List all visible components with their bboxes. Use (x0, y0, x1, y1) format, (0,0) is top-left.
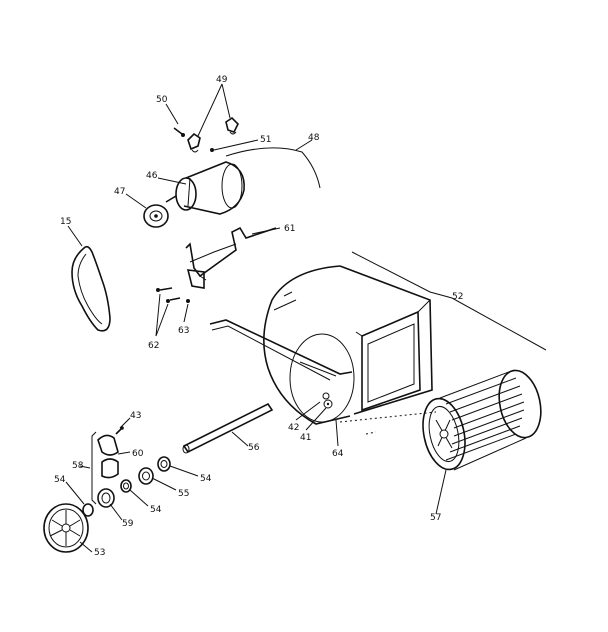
callout-56: 56 (248, 443, 260, 453)
callout-50: 50 (156, 95, 168, 105)
callout-42: 42 (288, 423, 299, 433)
leader-47 (125, 193, 147, 209)
collar-54-right (157, 456, 171, 472)
leader-56 (231, 431, 249, 447)
housing-bracket (209, 319, 353, 375)
callout-54-left: 54 (54, 475, 66, 485)
bearing-59 (97, 488, 115, 508)
leader-52 (351, 251, 547, 351)
callout-60: 60 (132, 449, 144, 459)
leader-54-left (65, 481, 85, 505)
shaft-56 (182, 402, 274, 454)
leader-48 (295, 139, 313, 151)
callout-49: 49 (216, 75, 228, 85)
belt-15 (71, 245, 111, 332)
leader-64 (335, 419, 339, 447)
bearing-41-42 (322, 392, 333, 409)
leader-61 (251, 227, 281, 235)
leader-57 (435, 469, 447, 515)
pulley-47 (143, 204, 169, 228)
leader-58 (79, 465, 91, 469)
blower-wheel-57 (422, 369, 542, 471)
callout-47: 47 (114, 187, 125, 197)
leader-54-mid (129, 489, 149, 507)
bolts-62 (156, 287, 181, 303)
callout-54-mid: 54 (150, 505, 162, 515)
motor-mount-61 (185, 226, 277, 289)
leader-46 (157, 177, 187, 185)
nut-51 (210, 148, 214, 152)
callout-63: 63 (178, 326, 189, 336)
callout-52: 52 (452, 292, 463, 302)
belt-15-inner (77, 253, 103, 325)
leader-55 (151, 477, 177, 491)
leader-51 (213, 139, 259, 151)
cable-48 (225, 147, 321, 189)
bracket-clips-49 (187, 116, 239, 153)
motor-46 (165, 161, 245, 215)
leader-62 (155, 293, 169, 337)
callout-62: 62 (148, 341, 159, 351)
callout-59: 59 (122, 519, 134, 529)
callout-61: 61 (284, 224, 295, 234)
callout-46: 46 (146, 171, 158, 181)
callout-64: 64 (332, 449, 344, 459)
leader-54-right (169, 465, 199, 477)
leader-53 (79, 541, 93, 553)
callout-48: 48 (308, 133, 320, 143)
leader-63 (183, 303, 189, 323)
screw-50 (173, 127, 185, 137)
leader-49 (197, 83, 231, 137)
leader-59 (109, 503, 123, 521)
nut-63 (186, 299, 190, 303)
leader-42 (295, 401, 321, 421)
pulley-53 (43, 503, 89, 553)
leader-15 (67, 225, 83, 247)
callout-57: 57 (430, 513, 441, 523)
collar-54-mid (120, 479, 132, 493)
leader-41 (305, 407, 327, 431)
callout-55: 55 (178, 489, 189, 499)
blower-housing-64 (263, 265, 433, 425)
leader-50 (165, 103, 179, 125)
callout-53: 53 (94, 548, 105, 558)
callout-43: 43 (130, 411, 141, 421)
callout-15: 15 (60, 217, 71, 227)
leader-60 (117, 451, 131, 455)
callout-41: 41 (300, 433, 311, 443)
bearing-cap-60 (97, 434, 119, 479)
collar-54-left (82, 503, 94, 517)
leader-43 (119, 417, 131, 429)
callout-58: 58 (72, 461, 84, 471)
bracket-58 (91, 431, 97, 505)
callout-51: 51 (260, 135, 271, 145)
callout-54-right: 54 (200, 474, 212, 484)
bearing-55 (138, 467, 154, 485)
